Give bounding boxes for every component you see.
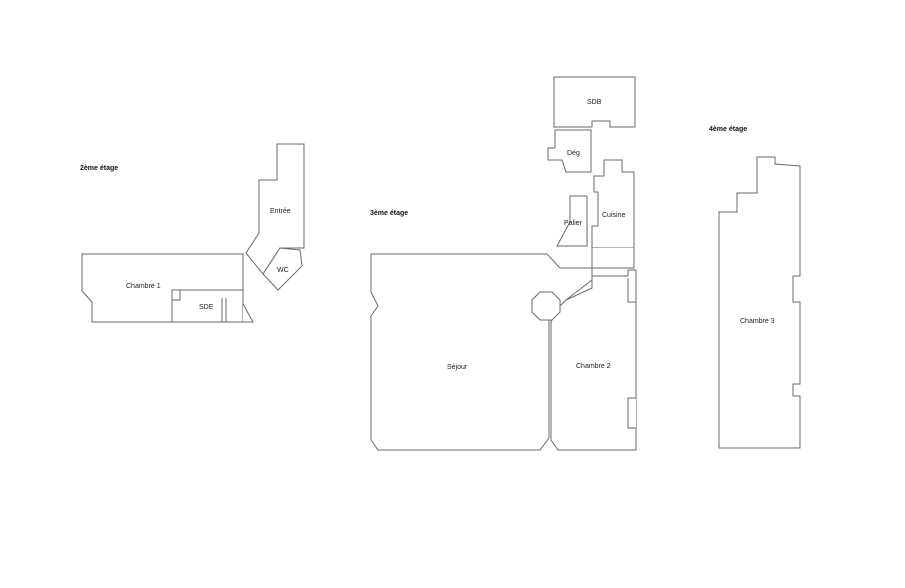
floor-3: 3ème étage SDB Dég Cuisine Palier Séjour… xyxy=(370,76,637,451)
wall-chambre-2-window xyxy=(627,397,636,429)
room-chambre-2[interactable] xyxy=(550,269,637,451)
wall-chambre-2-recess xyxy=(627,278,636,303)
floor-label-3: 3ème étage xyxy=(370,210,408,217)
room-palier[interactable] xyxy=(556,195,588,247)
room-label-sde: SDE xyxy=(199,304,214,311)
wall-sde-door xyxy=(221,298,227,323)
floor-4: 4ème étage Chambre 3 xyxy=(709,126,801,449)
room-label-chambre-2: Chambre 2 xyxy=(576,363,611,370)
room-wc[interactable] xyxy=(262,247,303,291)
wall-sde-partition xyxy=(172,290,181,301)
wall-sde-ext xyxy=(242,303,254,323)
room-deg[interactable] xyxy=(547,129,592,173)
room-label-wc: WC xyxy=(277,267,289,274)
room-chambre-3[interactable] xyxy=(718,156,801,449)
room-entree[interactable] xyxy=(245,143,305,275)
room-cuisine[interactable] xyxy=(591,159,635,249)
room-label-sejour: Séjour xyxy=(447,364,468,371)
room-sdb[interactable] xyxy=(553,76,636,128)
wall-landing-stairs xyxy=(591,248,635,269)
column-octagon xyxy=(531,291,561,321)
floor-2: 2ème étage Chambre 1 SDE Entrée WC xyxy=(80,143,305,323)
room-label-entree: Entrée xyxy=(270,208,291,215)
floor-label-2: 2ème étage xyxy=(80,165,118,172)
room-label-deg: Dég xyxy=(567,150,580,157)
room-label-sdb: SDB xyxy=(587,99,602,106)
room-label-chambre-3: Chambre 3 xyxy=(740,318,775,325)
floor-label-4: 4ème étage xyxy=(709,126,747,133)
room-label-palier: Palier xyxy=(564,220,583,227)
room-label-chambre-1: Chambre 1 xyxy=(126,283,161,290)
room-label-cuisine: Cuisine xyxy=(602,212,625,219)
